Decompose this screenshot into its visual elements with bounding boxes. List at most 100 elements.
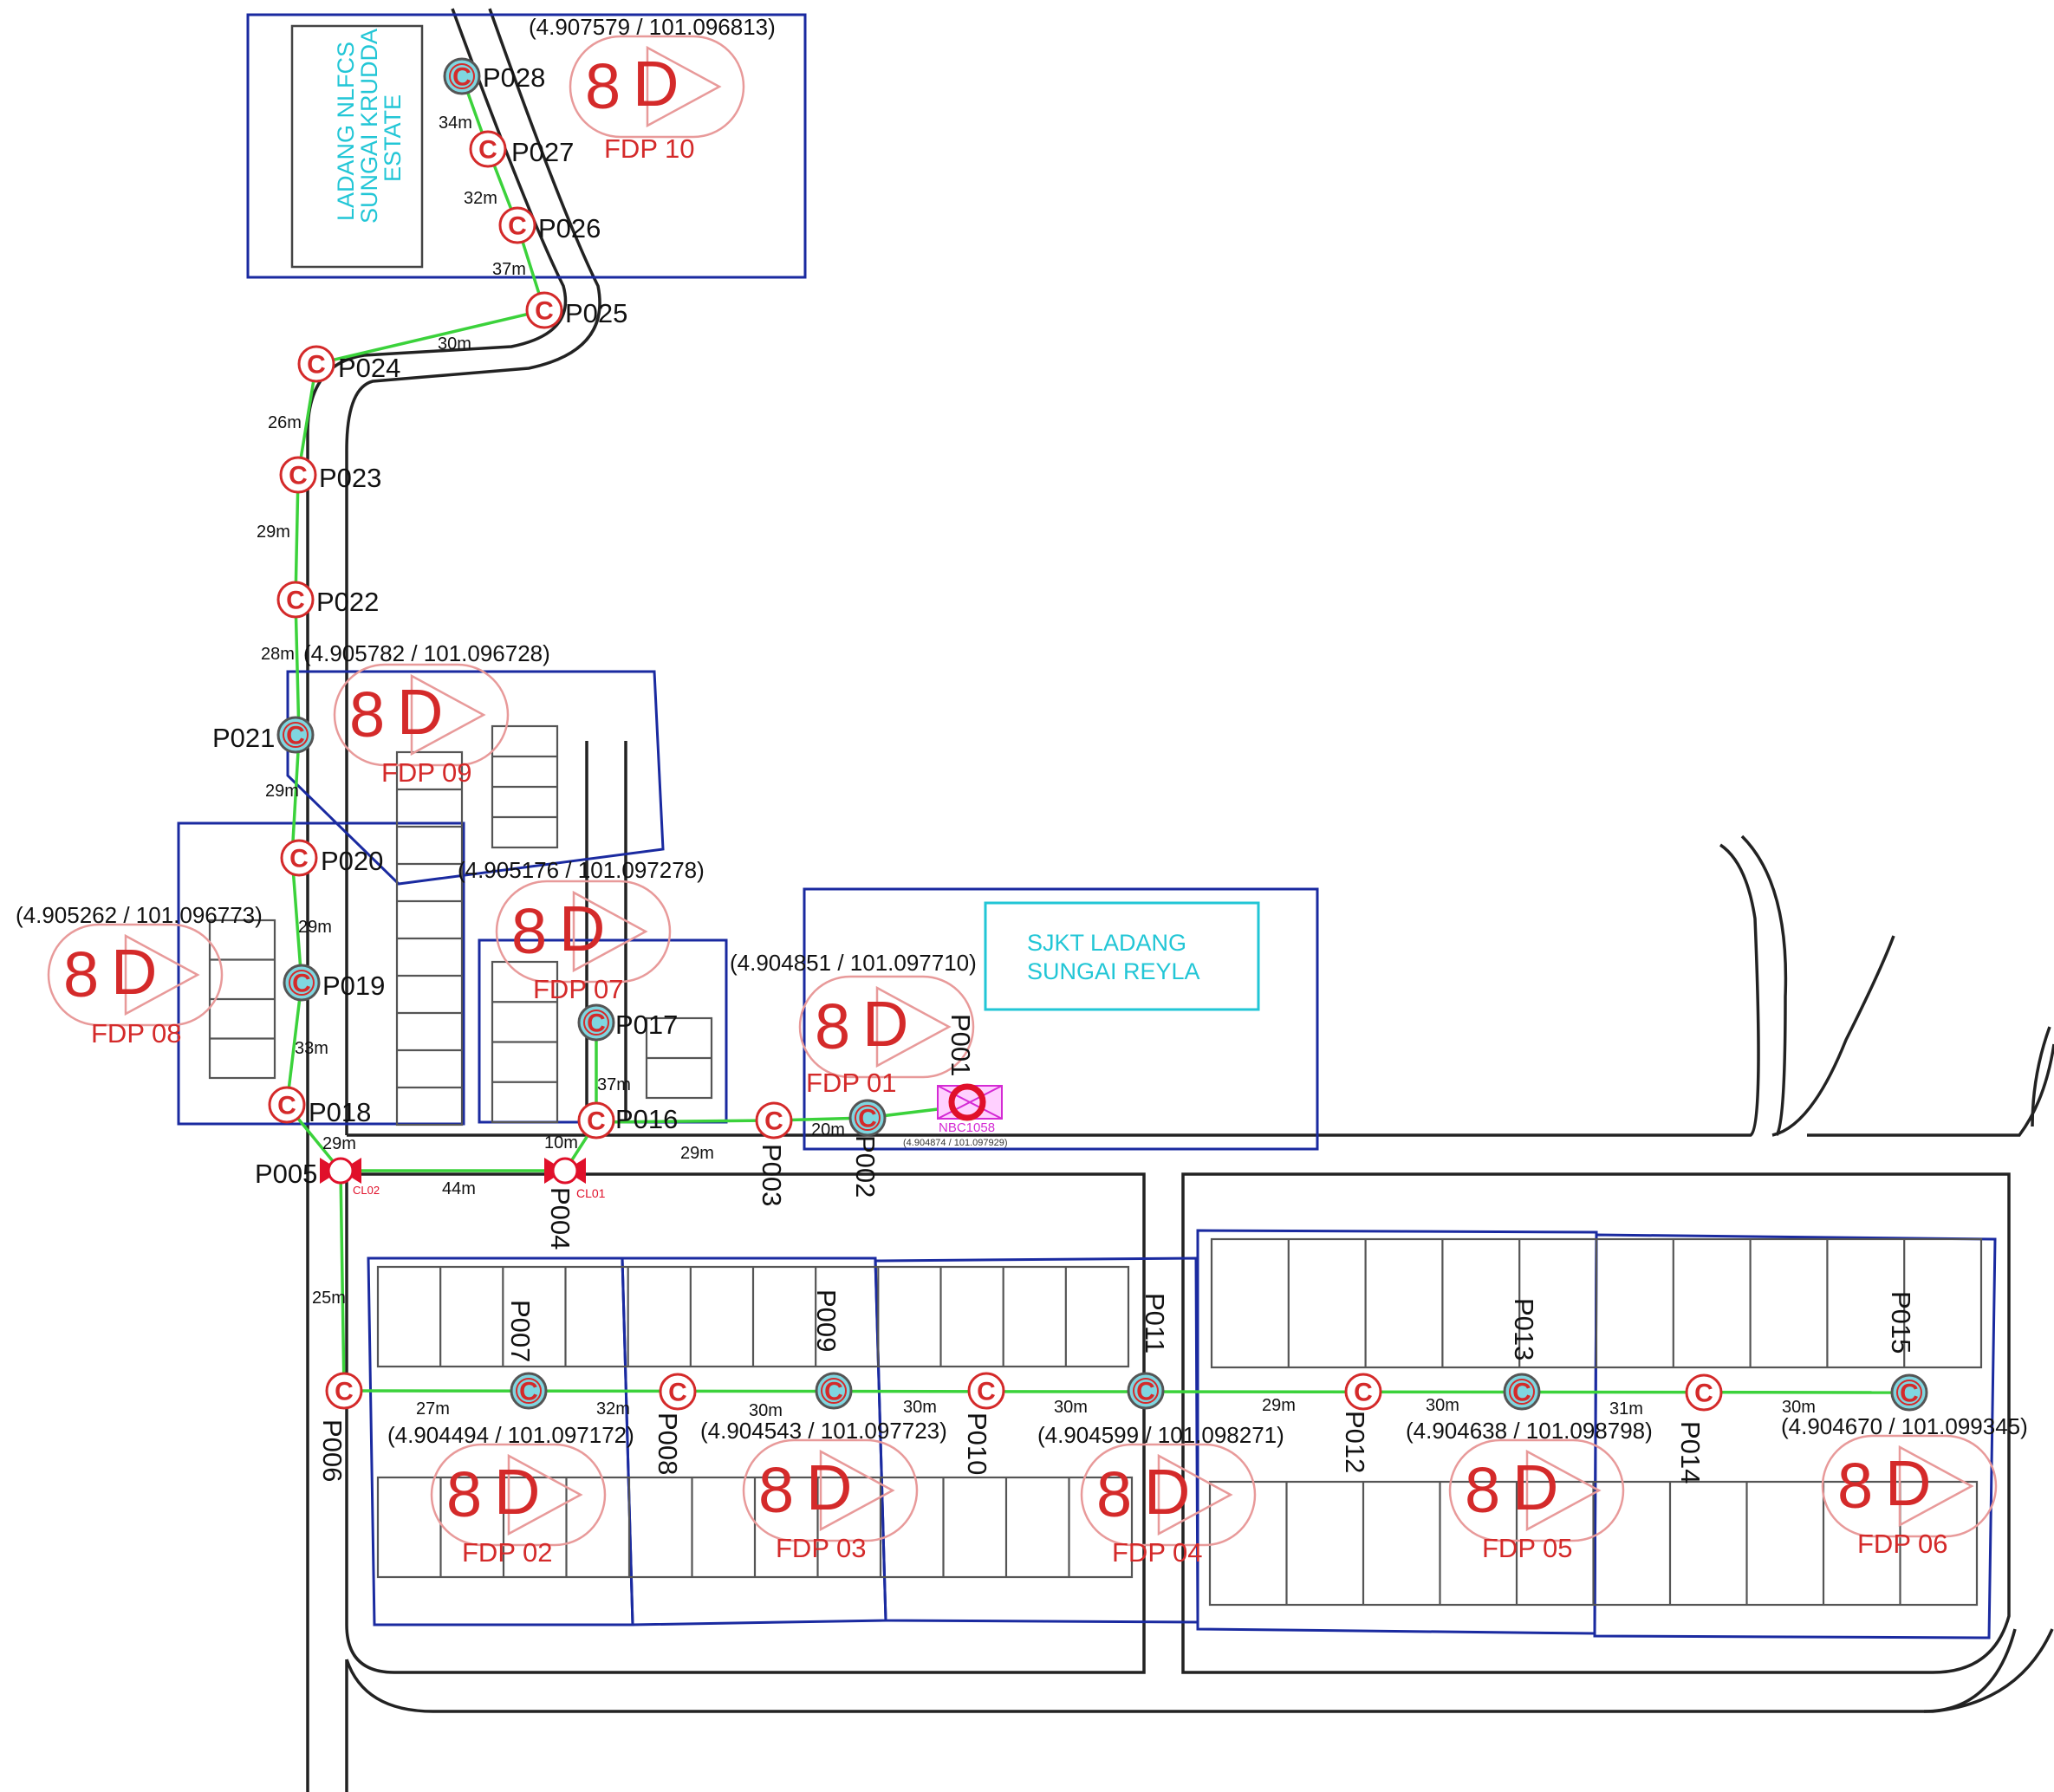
fdp-id: FDP 08 xyxy=(91,1018,182,1049)
nbc-handhole-icon xyxy=(948,1083,986,1121)
pole-symbol: C xyxy=(587,1107,606,1136)
pole-icon xyxy=(280,839,318,877)
pole-label: P022 xyxy=(316,587,379,617)
pole-symbol: C xyxy=(289,845,309,873)
school-name-line-1: SJKT LADANG xyxy=(1027,930,1186,956)
lot-grid xyxy=(1210,1237,1983,1369)
pole-icon xyxy=(279,456,317,494)
fdp-outline xyxy=(1080,1443,1257,1547)
fdp-type: D xyxy=(559,893,605,964)
cable-distance-label: 29m xyxy=(680,1144,714,1163)
fdp-triangle-icon xyxy=(875,985,952,1068)
closure-cl01-label: CL01 xyxy=(576,1186,606,1200)
fdp-capacity: 8 xyxy=(63,938,99,1010)
pole-label: P001 xyxy=(946,1014,976,1076)
cable-distance-label: 29m xyxy=(1262,1396,1296,1415)
fdp-type: D xyxy=(1512,1451,1558,1523)
cable-route xyxy=(285,75,1910,1394)
fdp-triangle-icon xyxy=(507,1453,583,1536)
pole-symbol: C xyxy=(286,587,305,615)
fdp-capacity: 8 xyxy=(815,990,850,1062)
fdp-id: FDP 07 xyxy=(533,974,624,1004)
cable-distance-label: 25m xyxy=(312,1289,346,1308)
lot-grid xyxy=(395,750,464,1126)
pole-label: P011 xyxy=(1140,1293,1170,1354)
pole-symbol: C xyxy=(292,970,311,998)
closure-cl02: CL02 xyxy=(320,1157,380,1197)
pole-label: P016 xyxy=(615,1104,678,1134)
pole-label: P005 xyxy=(255,1159,317,1189)
pole-p004: P004 xyxy=(545,1187,575,1250)
road-bottom xyxy=(345,1628,2054,1713)
pole-symbol: C xyxy=(587,1010,606,1038)
pole-symbol: C xyxy=(1136,1378,1155,1406)
road-curve-right-2 xyxy=(1807,1043,2054,1137)
lot-grid xyxy=(645,1016,713,1100)
cable-main-east xyxy=(343,1389,1910,1394)
fdp-capacity: 8 xyxy=(1096,1458,1132,1530)
fdp-type: D xyxy=(111,936,157,1008)
school-label-box xyxy=(984,901,1260,1011)
fdp-outline xyxy=(1448,1438,1625,1542)
cable-p005-p006 xyxy=(339,1170,346,1392)
road-bottom-lane xyxy=(1923,1628,2017,1713)
fdp-triangle-icon xyxy=(1525,1449,1602,1532)
fdp-triangle-icon xyxy=(572,890,648,973)
plot-school xyxy=(803,887,1319,1151)
fdp-capacity: 8 xyxy=(511,895,547,967)
cable-distance-label: 29m xyxy=(265,782,299,801)
fdp-capacity: 8 xyxy=(349,678,385,750)
road-curve-right xyxy=(1771,935,1895,1137)
cable-distance-label: 29m xyxy=(298,918,332,937)
pole-symbol: C xyxy=(1354,1379,1373,1407)
plot-fdp06 xyxy=(1593,1233,1997,1639)
cable-distance-label: 30m xyxy=(1426,1396,1459,1415)
fdp-type: D xyxy=(1885,1447,1931,1519)
pole-label: P008 xyxy=(653,1412,683,1475)
pole-icon xyxy=(325,1372,363,1410)
fdp-outline xyxy=(569,35,745,139)
pole-label: P009 xyxy=(811,1289,842,1352)
lot-grid xyxy=(491,724,559,849)
fdp-type: D xyxy=(806,1451,852,1523)
cable-distance-label: 37m xyxy=(492,260,526,279)
area-labels: LADANG NLFCS SUNGAI KRUDDA ESTATE SJKT L… xyxy=(333,29,1200,984)
fdp-coordinate: (4.904494 / 101.097172) xyxy=(387,1422,634,1448)
pole-icon xyxy=(1685,1373,1723,1412)
pole-icon xyxy=(469,130,507,168)
fdp-capacity: 8 xyxy=(1837,1450,1873,1522)
fdp-coordinate: (4.904670 / 101.099345) xyxy=(1781,1413,2028,1439)
cable-distance-label: 20m xyxy=(811,1120,845,1139)
pole-symbol: C xyxy=(286,722,305,750)
fdp-triangle-icon xyxy=(1898,1445,1974,1528)
fdp-coordinate: (4.904543 / 101.097723) xyxy=(700,1418,947,1444)
pole-symbol: C xyxy=(824,1378,843,1406)
pole-label: P013 xyxy=(1509,1298,1539,1360)
pole-label: P003 xyxy=(757,1144,787,1206)
pole-label: P024 xyxy=(338,353,400,383)
fdp-outline xyxy=(742,1438,919,1542)
pole-symbol: C xyxy=(764,1107,783,1136)
lot-grid xyxy=(376,1265,1130,1368)
plot-estate xyxy=(246,13,807,279)
pole-label: P002 xyxy=(850,1135,881,1198)
fdp-type: D xyxy=(1144,1456,1190,1528)
fdp-type: D xyxy=(397,676,443,748)
pole-symbol: C xyxy=(858,1105,877,1133)
fdp-triangle-icon xyxy=(410,673,486,756)
road-main-top-b xyxy=(1740,834,1788,1136)
fdp-coordinate: (4.904599 / 101.098271) xyxy=(1037,1422,1284,1448)
fdp-type: D xyxy=(494,1456,540,1528)
